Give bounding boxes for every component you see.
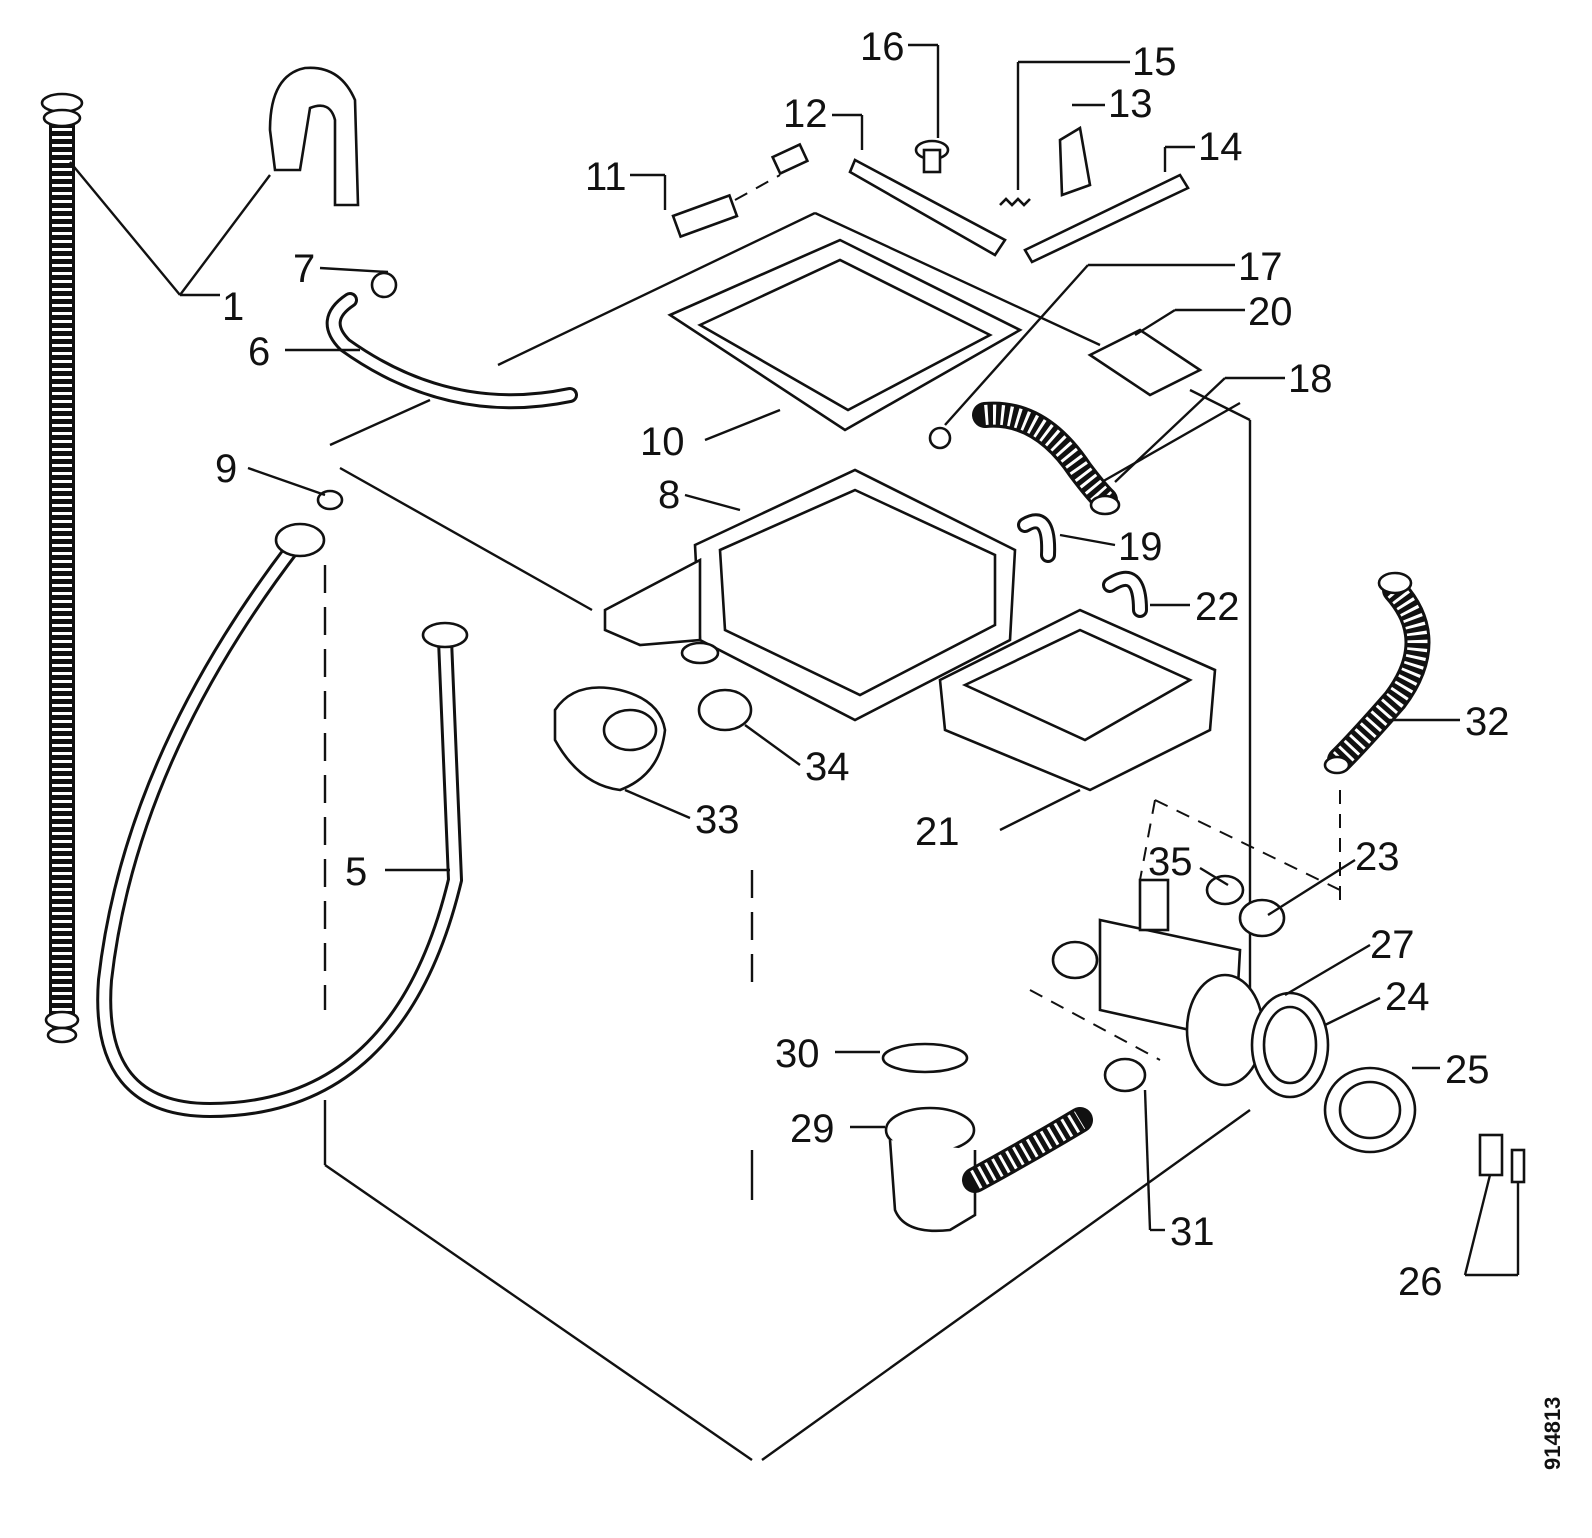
callout-25: 25 (1445, 1048, 1490, 1092)
part-31-clamp (1103, 1057, 1165, 1232)
callout-34: 34 (805, 745, 850, 789)
callout-21: 21 (915, 810, 960, 854)
cabinet-outline (323, 211, 1341, 1461)
callout-15: 15 (1132, 40, 1177, 84)
callout-8: 8 (658, 473, 680, 517)
callout-14: 14 (1198, 125, 1243, 169)
part-5-inlet-hose (96, 522, 469, 1119)
pump-assembly (1051, 858, 1440, 1154)
part-26-bracket (1463, 1133, 1526, 1277)
callout-35: 35 (1148, 840, 1193, 884)
callout-19: 19 (1118, 525, 1163, 569)
callout-labels: 1 5 6 7 8 9 10 11 12 13 14 15 16 17 18 1… (215, 25, 1510, 1304)
part-33-sump (553, 686, 691, 820)
callout-12: 12 (783, 92, 828, 136)
callout-30: 30 (775, 1032, 820, 1076)
callout-22: 22 (1195, 585, 1240, 629)
callout-31: 31 (1170, 1210, 1215, 1254)
part-13-catch (1058, 103, 1105, 197)
callout-16: 16 (860, 25, 905, 69)
part-16-screw (908, 43, 950, 174)
callout-24: 24 (1385, 975, 1430, 1019)
part-20-cover (1087, 308, 1245, 397)
part-11-lock (630, 142, 810, 239)
callout-6: 6 (248, 330, 270, 374)
part-30-clamp (835, 1042, 969, 1074)
callout-18: 18 (1288, 357, 1333, 401)
part-19-elbow (1017, 513, 1116, 563)
callout-23: 23 (1355, 835, 1400, 879)
part-1-drain-hose (40, 66, 360, 1044)
part-10-frame (667, 238, 1023, 442)
callout-7: 7 (293, 247, 315, 291)
callout-27: 27 (1370, 923, 1415, 967)
part-9-clip (247, 466, 344, 511)
callout-32: 32 (1465, 700, 1510, 744)
part-34-clamp (697, 688, 801, 766)
callout-11: 11 (585, 155, 627, 199)
part-17-ring (928, 263, 1235, 450)
reference-number: 914813 (1540, 1397, 1565, 1470)
callout-26: 26 (1398, 1260, 1443, 1304)
part-6-hose (285, 292, 578, 410)
callout-33: 33 (695, 798, 740, 842)
callout-13: 13 (1108, 82, 1153, 126)
part-18-bellows-hose (972, 376, 1285, 516)
part-22-elbow (1102, 570, 1190, 618)
part-32-bellows-hose (1323, 571, 1460, 775)
callout-1: 1 (222, 285, 244, 329)
callout-29: 29 (790, 1107, 835, 1151)
part-21-drawer (938, 608, 1217, 832)
callout-20: 20 (1248, 290, 1293, 334)
part-7-clamp (319, 266, 398, 299)
part-14-rod (1023, 145, 1195, 264)
callout-5: 5 (345, 850, 367, 894)
part-8-dispenser-housing (603, 468, 1017, 722)
callout-9: 9 (215, 447, 237, 491)
part-12-lever (832, 113, 1007, 257)
part-15-spring (999, 60, 1130, 207)
callout-17: 17 (1238, 245, 1283, 289)
part-29-outlet-bellows (850, 1106, 1093, 1233)
callout-10: 10 (640, 420, 685, 464)
